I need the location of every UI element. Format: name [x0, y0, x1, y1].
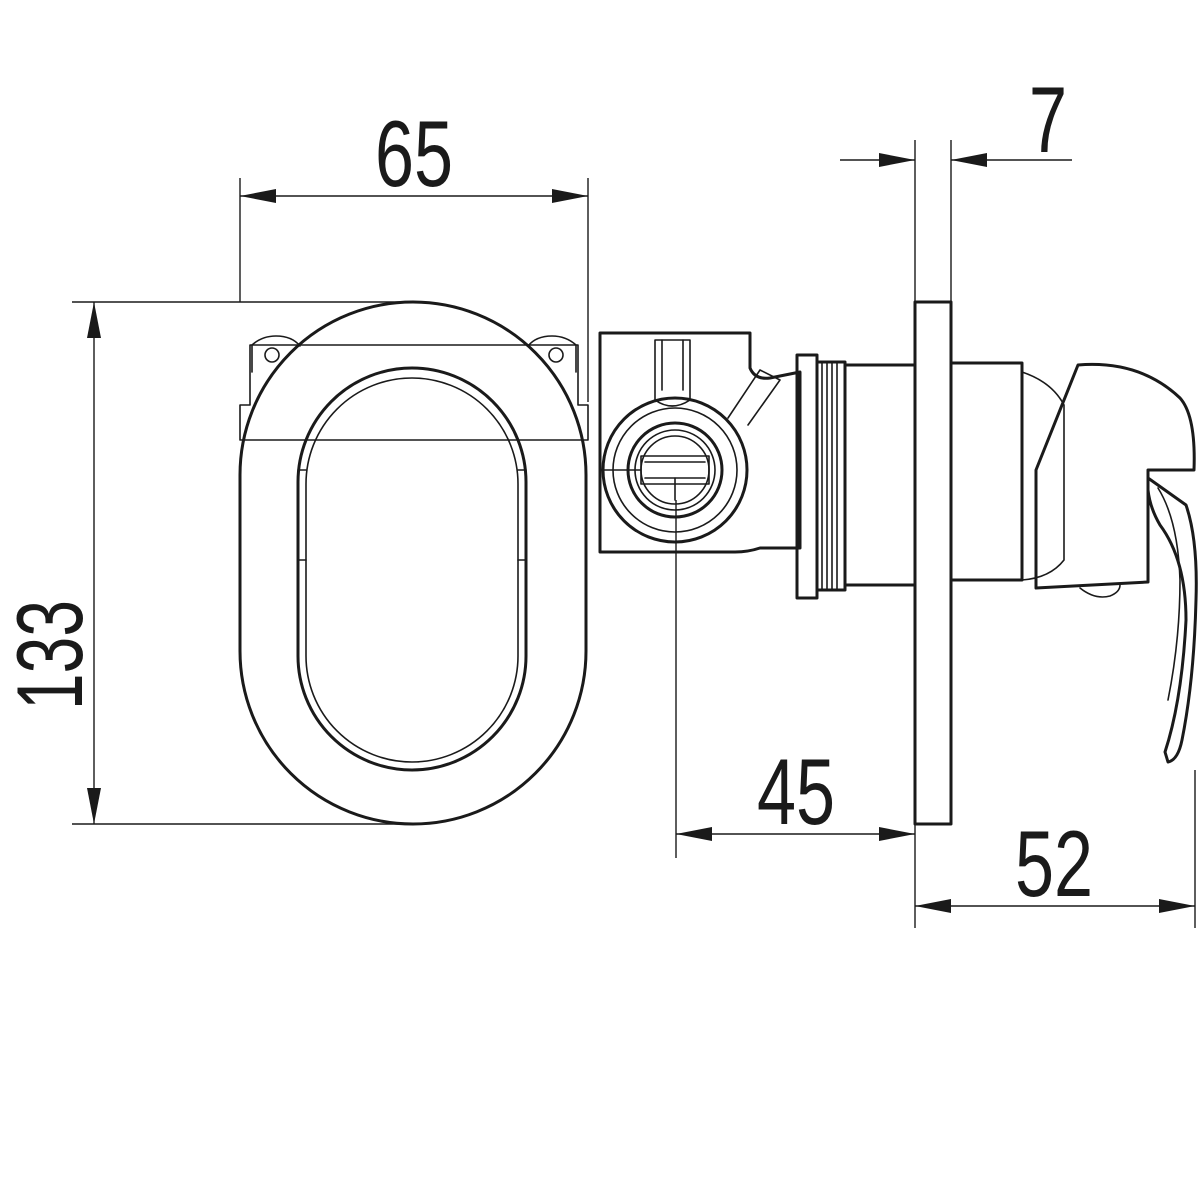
- valve-housing: [598, 331, 802, 554]
- dimension-height-front: 133: [0, 301, 400, 825]
- dimension-plate-thickness: 7: [840, 67, 1072, 302]
- dimension-total-depth: 52: [914, 770, 1196, 928]
- dimension-label-7: 7: [1029, 67, 1067, 172]
- dimension-width-front: 65: [239, 101, 589, 402]
- lever-handle: [1034, 362, 1198, 764]
- dimension-label-133: 133: [0, 600, 102, 710]
- dimension-label-45: 45: [757, 739, 835, 844]
- front-plate-outer: [238, 300, 588, 826]
- threaded-collar: [795, 353, 917, 600]
- front-plate-inner: [296, 366, 528, 772]
- dimension-label-65: 65: [375, 101, 453, 206]
- dimension-body-depth: 45: [675, 500, 915, 858]
- inlet-ring: [601, 396, 749, 544]
- side-view: [598, 300, 1198, 826]
- front-plate-inner-edge: [305, 377, 519, 763]
- handle-base: [949, 361, 1065, 582]
- front-view: [238, 300, 589, 826]
- dimension-label-52: 52: [1015, 811, 1093, 916]
- wall-plate-side: [913, 300, 953, 826]
- mounting-bracket: [239, 335, 589, 441]
